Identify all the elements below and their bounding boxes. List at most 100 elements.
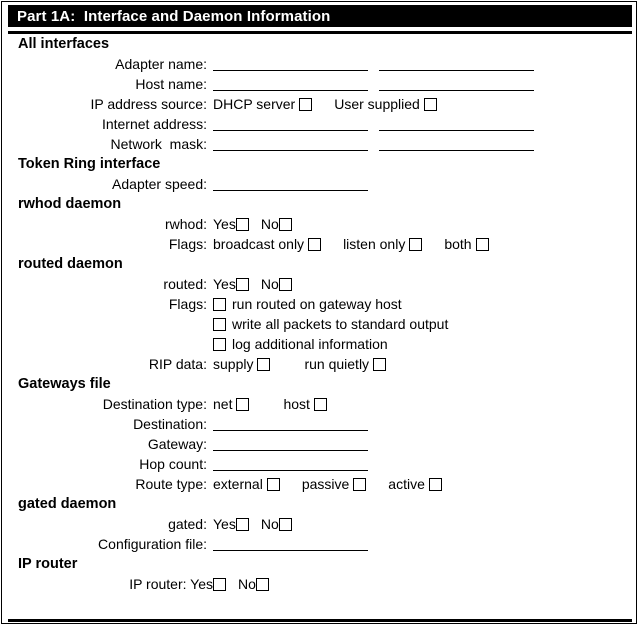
option-label-both: both	[444, 236, 472, 252]
adapter-name-input-2[interactable]	[379, 57, 534, 71]
option-ip-router-no[interactable]: No	[238, 574, 269, 594]
option-routed-no[interactable]: No	[261, 274, 292, 294]
option-label-routed-yes: Yes	[213, 276, 236, 292]
checkbox-ip-router-no[interactable]	[255, 577, 269, 591]
checkbox-broadcast-only[interactable]	[308, 237, 322, 251]
checkbox-both[interactable]	[475, 237, 489, 251]
field-row-rip-data: RIP data: supply run quietly	[0, 354, 640, 374]
field-label-destination: Destination:	[133, 416, 207, 432]
page-title: Part 1A: Interface and Daemon Informatio…	[17, 7, 331, 25]
option-broadcast-only[interactable]: broadcast only	[213, 234, 322, 254]
checkbox-run-quietly[interactable]	[373, 357, 387, 371]
checkbox-write-all-packets[interactable]	[213, 317, 226, 331]
section-heading-gated-daemon: gated daemon	[18, 496, 117, 512]
option-host[interactable]: host	[283, 394, 327, 414]
checkbox-net[interactable]	[236, 397, 250, 411]
form-title-bar: Part 1A: Interface and Daemon Informatio…	[8, 5, 632, 27]
header-rule	[8, 31, 632, 34]
network-mask-input-1[interactable]	[213, 137, 368, 151]
host-name-input-2[interactable]	[379, 77, 534, 91]
section-heading-token-ring-interface: Token Ring interface	[18, 156, 161, 172]
field-label-hop-count: Hop count:	[139, 456, 207, 472]
option-label-passive: passive	[301, 476, 350, 492]
field-row-adapter-name: Adapter name:	[0, 54, 640, 74]
checkbox-passive[interactable]	[353, 477, 367, 491]
option-label-run-quietly: run quietly	[304, 356, 370, 372]
field-row-destination: Destination:	[0, 414, 640, 434]
option-active[interactable]: active	[388, 474, 442, 494]
field-label-gated: gated:	[168, 516, 207, 532]
adapter-speed-input[interactable]	[213, 177, 368, 191]
field-row-gated: gated: Yes No	[0, 514, 640, 534]
option-rwhod-no[interactable]: No	[261, 214, 292, 234]
option-both[interactable]: both	[444, 234, 489, 254]
section-heading-rwhod-daemon: rwhod daemon	[18, 196, 122, 212]
option-run-quietly[interactable]: run quietly	[304, 354, 387, 374]
option-rwhod-yes[interactable]: Yes	[213, 214, 249, 234]
gateway-input[interactable]	[213, 437, 368, 451]
option-user-supplied[interactable]: User supplied	[334, 94, 437, 114]
checkbox-ip-router-yes[interactable]	[213, 577, 226, 591]
option-label-log-additional-information: log additional information	[232, 336, 388, 352]
network-mask-input-2[interactable]	[379, 137, 534, 151]
section-heading-ip-router: IP router	[18, 556, 78, 572]
checkbox-gated-no[interactable]	[278, 517, 292, 531]
checkbox-supply[interactable]	[257, 357, 271, 371]
destination-input[interactable]	[213, 417, 368, 431]
field-row-ip-address-source: IP address source: DHCP server User supp…	[0, 94, 640, 114]
option-external[interactable]: external	[213, 474, 280, 494]
internet-address-input-1[interactable]	[213, 117, 368, 131]
adapter-name-input-1[interactable]	[213, 57, 368, 71]
field-row-route-type: Route type: external passive active	[0, 474, 640, 494]
option-net[interactable]: net	[213, 394, 250, 414]
checkbox-user-supplied[interactable]	[423, 97, 437, 111]
option-gated-yes[interactable]: Yes	[213, 514, 249, 534]
checkbox-routed-no[interactable]	[278, 277, 292, 291]
checkbox-routed-yes[interactable]	[235, 277, 249, 291]
field-label-adapter-name: Adapter name:	[115, 56, 207, 72]
form-body: All interfaces Adapter name: Host name: …	[0, 34, 640, 594]
option-routed-yes[interactable]: Yes	[213, 274, 249, 294]
checkbox-active[interactable]	[428, 477, 442, 491]
field-row-routed-flags-1: Flags: run routed on gateway host	[0, 294, 640, 314]
field-label-routed-flags: Flags:	[168, 296, 207, 312]
option-supply[interactable]: supply	[213, 354, 271, 374]
footer-rule	[8, 619, 632, 622]
field-row-rwhod: rwhod: Yes No	[0, 214, 640, 234]
option-listen-only[interactable]: listen only	[343, 234, 423, 254]
field-row-internet-address: Internet address:	[0, 114, 640, 134]
checkbox-rwhod-no[interactable]	[278, 217, 292, 231]
checkbox-listen-only[interactable]	[409, 237, 423, 251]
option-passive[interactable]: passive	[301, 474, 367, 494]
option-label-external: external	[213, 476, 263, 492]
option-dhcp-server[interactable]: DHCP server	[213, 94, 313, 114]
host-name-input-1[interactable]	[213, 77, 368, 91]
configuration-file-input[interactable]	[213, 537, 368, 551]
checkbox-external[interactable]	[266, 477, 280, 491]
checkbox-log-additional-information[interactable]	[213, 337, 226, 351]
checkbox-gated-yes[interactable]	[235, 517, 249, 531]
checkbox-rwhod-yes[interactable]	[235, 217, 249, 231]
hop-count-input[interactable]	[213, 457, 368, 471]
checkbox-host[interactable]	[313, 397, 327, 411]
internet-address-input-2[interactable]	[379, 117, 534, 131]
field-row-destination-type: Destination type: net host	[0, 394, 640, 414]
field-label-rwhod: rwhod:	[164, 216, 207, 232]
field-row-ip-router: IP router: Yes No	[0, 574, 640, 594]
field-label-gateway: Gateway:	[147, 436, 207, 452]
field-row-network-mask: Network mask:	[0, 134, 640, 154]
field-label-host-name: Host name:	[135, 76, 207, 92]
field-row-hop-count: Hop count:	[0, 454, 640, 474]
option-label-gated-no: No	[260, 516, 279, 532]
field-label-configuration-file: Configuration file:	[98, 536, 207, 552]
checkbox-run-routed-on-gateway-host[interactable]	[213, 297, 226, 311]
option-label-broadcast-only: broadcast only	[213, 236, 305, 252]
field-row-routed: routed: Yes No	[0, 274, 640, 294]
option-label-run-routed-on-gateway-host: run routed on gateway host	[232, 296, 402, 312]
checkbox-dhcp-server[interactable]	[299, 97, 313, 111]
field-label-rwhod-flags: Flags:	[168, 236, 207, 252]
option-gated-no[interactable]: No	[261, 514, 292, 534]
option-label-supply: supply	[213, 356, 254, 372]
field-label-network-mask: Network mask:	[110, 136, 207, 152]
